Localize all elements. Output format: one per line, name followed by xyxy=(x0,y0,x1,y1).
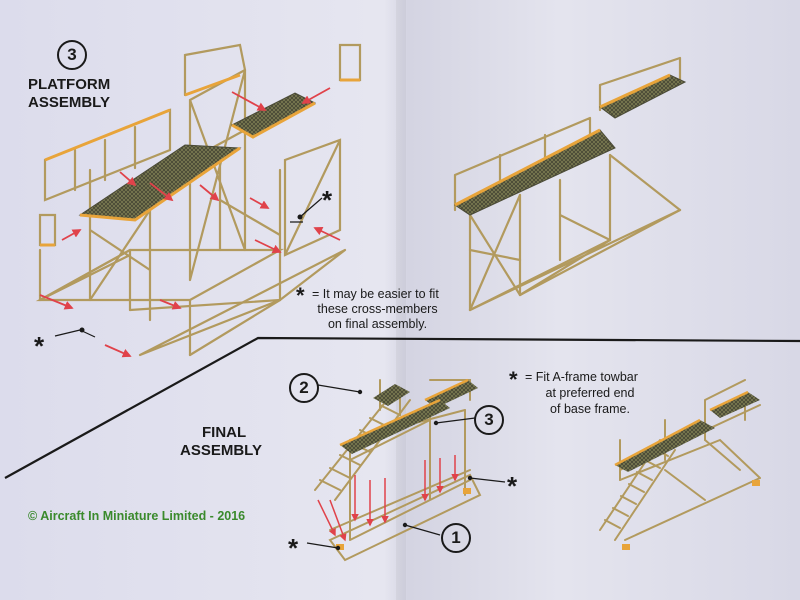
cross-member-note-line1: = It may be easier to fit xyxy=(312,287,439,301)
assembly-arrows xyxy=(39,87,341,358)
star-callout-cross-member-right: * xyxy=(322,185,333,215)
towbar-note-line1: = Fit A-frame towbar xyxy=(525,370,638,384)
part-label-3: 3 xyxy=(474,405,504,435)
cross-member-note-line3: on final assembly. xyxy=(327,317,428,331)
final-assembly-title-line2: ASSEMBLY xyxy=(180,442,262,459)
final-assembled-view xyxy=(599,379,761,550)
cross-member-note-line2: these cross-members xyxy=(317,302,438,316)
assembled-deck xyxy=(454,129,616,216)
final-assembled-deck xyxy=(615,420,715,472)
star-callout-towbar-right: * xyxy=(507,471,518,501)
towbar-note-line2: at preferred end xyxy=(545,386,635,400)
final-assembled-upper-deck xyxy=(710,392,760,418)
platform-assembly-title-line2: ASSEMBLY xyxy=(28,94,110,111)
final-assembly-title-line1: FINAL xyxy=(202,424,247,441)
platform-assembly-title-line1: PLATFORM xyxy=(28,76,111,93)
star-callout-towbar-left: * xyxy=(288,533,299,563)
towbar-note-star: * xyxy=(509,367,518,392)
step-number-badge: 3 xyxy=(57,40,87,70)
platform-assembled-view xyxy=(453,56,687,312)
part-label-2: 2 xyxy=(289,373,319,403)
section-divider-line xyxy=(4,336,800,479)
stair-top-deck xyxy=(373,384,410,406)
towbar-note-line3: of base frame. xyxy=(550,402,630,416)
copyright-notice: © Aircraft In Miniature Limited - 2016 xyxy=(28,509,246,523)
final-deck xyxy=(340,400,450,454)
platform-exploded-view xyxy=(35,43,362,358)
note-star-symbol: * xyxy=(296,283,305,308)
part-label-1: 1 xyxy=(441,523,471,553)
final-assembly-exploded-view xyxy=(306,378,506,562)
star-callout-cross-member-left: * xyxy=(34,331,45,361)
